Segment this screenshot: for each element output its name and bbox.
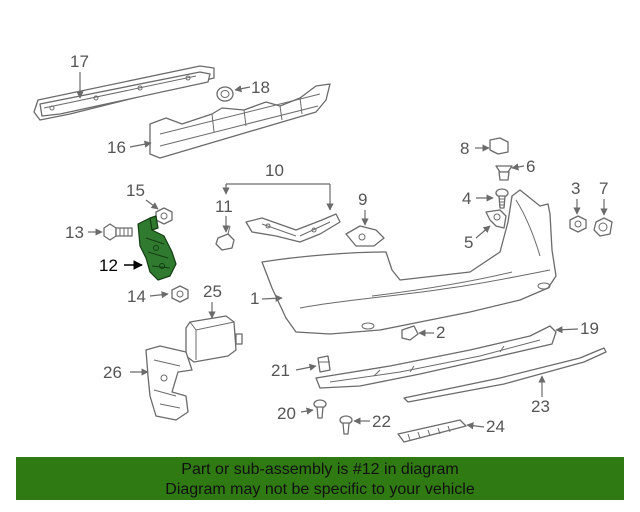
part-8-cap[interactable] (489, 137, 509, 155)
part-24-grille[interactable] (397, 419, 467, 443)
part-2-clip[interactable] (401, 325, 419, 341)
info-banner: Part or sub-assembly is #12 in diagram D… (16, 457, 624, 500)
part-7-clip[interactable] (593, 217, 613, 237)
callout-26: 26 (103, 363, 122, 382)
banner-line-disclaimer: Diagram may not be specific to your vehi… (165, 481, 475, 498)
callout-21: 21 (271, 361, 290, 380)
part-22-screw[interactable] (339, 415, 353, 435)
callout-15: 15 (126, 181, 145, 200)
parts-diagram: 17 18 16 8 6 4 5 3 (33, 52, 613, 443)
leader-24 (466, 422, 485, 430)
callout-17: 17 (70, 52, 89, 71)
part-17-reinforcement-beam[interactable] (33, 65, 215, 121)
callout-10: 10 (265, 161, 284, 180)
callout-24: 24 (486, 417, 505, 436)
callout-9: 9 (358, 190, 367, 209)
callout-3: 3 (571, 179, 580, 198)
part-26-side-bracket[interactable] (145, 345, 193, 421)
banner-line-part: Part or sub-assembly is #12 in diagram (181, 461, 459, 478)
callout-2: 2 (436, 323, 445, 342)
part-10-side-bracket[interactable] (245, 213, 341, 243)
callout-12: 12 (99, 256, 118, 275)
part-18-plug[interactable] (216, 86, 234, 102)
callout-25: 25 (203, 282, 222, 301)
leader-14 (149, 291, 169, 299)
callout-22: 22 (372, 412, 391, 431)
part-12-bumper-bracket[interactable] (137, 215, 177, 281)
part-25-module[interactable] (185, 315, 243, 363)
callout-1: 1 (250, 289, 259, 308)
part-16-energy-absorber[interactable] (149, 83, 331, 159)
part-4-screw[interactable] (495, 188, 509, 209)
leader-21 (295, 363, 317, 371)
part-13-bolt[interactable] (103, 223, 133, 241)
callout-19: 19 (580, 319, 599, 338)
callout-20: 20 (277, 404, 296, 423)
callout-7: 7 (599, 179, 608, 198)
leader-16 (129, 140, 152, 148)
part-5-bracket[interactable] (485, 209, 507, 229)
part-15-nut[interactable] (155, 207, 173, 225)
callout-13: 13 (65, 223, 84, 242)
leader-6 (511, 163, 525, 171)
callout-11: 11 (215, 197, 233, 216)
part-20-screw[interactable] (313, 399, 327, 419)
leader-15 (145, 199, 159, 210)
leader-18 (234, 85, 251, 93)
leader-5 (475, 225, 491, 239)
part-6-clip[interactable] (495, 165, 513, 181)
leader-19 (555, 326, 579, 334)
callout-4: 4 (462, 189, 471, 208)
callout-14: 14 (127, 287, 146, 306)
callout-6: 6 (526, 157, 535, 176)
callout-23: 23 (531, 397, 550, 416)
callout-5: 5 (464, 233, 473, 252)
part-21-clip[interactable] (317, 355, 331, 373)
callout-18: 18 (251, 78, 270, 97)
part-9-bracket[interactable] (345, 225, 385, 247)
leader-1 (261, 294, 283, 302)
part-23-trim-strip[interactable] (403, 347, 607, 403)
part-19-lower-diffuser[interactable] (315, 325, 557, 389)
callout-8: 8 (460, 139, 469, 158)
part-1-bumper-cover[interactable] (261, 189, 557, 335)
callout-16: 16 (107, 138, 126, 157)
part-3-nut[interactable] (569, 215, 587, 233)
part-11-retainer[interactable] (215, 225, 235, 251)
leader-20 (300, 407, 314, 415)
part-14-bolt[interactable] (171, 285, 189, 303)
